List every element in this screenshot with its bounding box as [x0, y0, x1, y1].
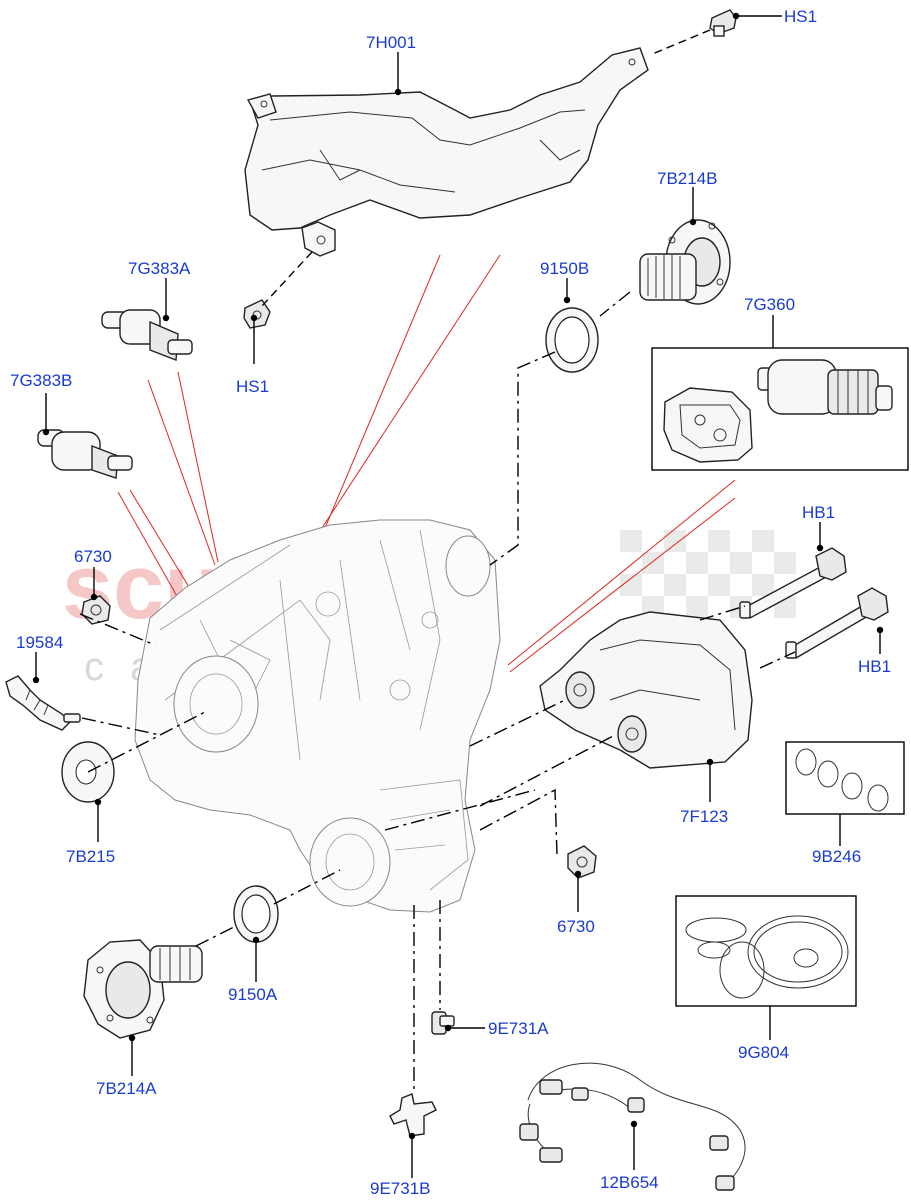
label-hb1-top: HB1 [802, 503, 835, 522]
label-12b654: 12B654 [600, 1173, 659, 1192]
motor-7g360-box [651, 347, 909, 471]
label-hb1-right: HB1 [858, 657, 891, 676]
label-7b214a: 7B214A [96, 1079, 157, 1098]
sensor-19584 [5, 675, 81, 731]
label-9e731a: 9E731A [488, 1019, 549, 1038]
label-7h001: 7H001 [366, 33, 416, 52]
nut-6730-right [567, 845, 597, 879]
label-hs1-top: HS1 [784, 7, 817, 26]
seal-9150a [233, 885, 279, 943]
gasket-kit-9g804 [675, 895, 857, 1007]
bolt-hb1-bottom [785, 587, 889, 659]
screw-hs1-mid [243, 299, 271, 329]
label-7g360: 7G360 [744, 295, 795, 314]
label-6730-left: 6730 [74, 547, 112, 566]
part-labels: HS1 7H001 7B214B 7G383A 9150B HS1 7G360 … [10, 7, 891, 1198]
flange-7b214b [639, 219, 731, 305]
assembly-lines [79, 29, 796, 1092]
label-7b214b: 7B214B [657, 169, 718, 188]
screw-hs1-top [709, 9, 737, 37]
label-9b246: 9B246 [812, 847, 861, 866]
transfer-case-housing [134, 519, 501, 913]
label-9g804: 9G804 [738, 1043, 789, 1062]
label-hs1-mid: HS1 [236, 377, 269, 396]
label-9e731b: 9E731B [370, 1179, 431, 1198]
label-19584: 19584 [16, 633, 63, 652]
leader-lines [32, 12, 884, 1178]
wiring-harness-12b654 [519, 1062, 746, 1191]
heat-shield-7h001 [244, 47, 649, 257]
label-7g383b: 7G383B [10, 371, 72, 390]
label-7b215: 7B215 [66, 847, 115, 866]
callout-lines [117, 254, 736, 673]
actuator-7f123 [539, 611, 753, 769]
bolt-hb1-top [739, 547, 847, 619]
seal-9150b [545, 307, 599, 373]
label-9150a: 9150A [228, 985, 278, 1004]
label-9150b: 9150B [540, 259, 589, 278]
label-7g383a: 7G383A [128, 259, 191, 278]
label-7f123: 7F123 [680, 807, 728, 826]
solenoid-7g383a [101, 309, 193, 361]
label-6730-right: 6730 [557, 917, 595, 936]
flange-7b214a [83, 939, 203, 1039]
sensor-9e731b [389, 1093, 437, 1137]
o-ring-set-9b246 [785, 741, 905, 815]
sensor-9e731a [431, 1011, 455, 1035]
solenoid-7g383b [37, 429, 133, 479]
